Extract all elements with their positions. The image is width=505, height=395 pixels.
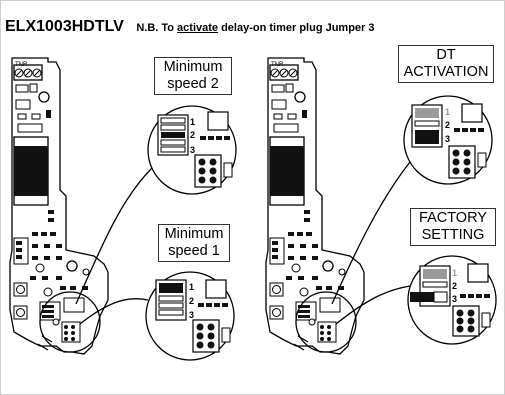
callout-minimum-speed-2: Minimum speed 2 bbox=[154, 57, 232, 95]
right-leader-top bbox=[331, 161, 411, 305]
jumper-num-3d: 3 bbox=[452, 294, 457, 304]
callout-line-2: speed 1 bbox=[168, 243, 220, 259]
callout-line-2: SETTING bbox=[421, 227, 485, 243]
callout-line-1: Minimum bbox=[164, 226, 224, 242]
terminal-label-right: TNR bbox=[271, 62, 284, 68]
note-suffix: delay-on timer plug Jumper 3 bbox=[218, 22, 375, 34]
jumper-num-3b: 3 bbox=[189, 310, 194, 320]
right-zoom-top: 1 2 3 bbox=[403, 95, 493, 185]
left-leader-top bbox=[75, 167, 153, 305]
jumper-num-1: 1 bbox=[190, 117, 195, 127]
model-title: ELX1003HDTLV bbox=[5, 18, 124, 35]
callout-factory-setting: FACTORY SETTING bbox=[410, 208, 496, 246]
jumper-num-2c: 2 bbox=[445, 120, 450, 130]
jumper-num-1c: 1 bbox=[445, 107, 450, 117]
jumper-num-3: 3 bbox=[190, 145, 195, 155]
left-leader-bottom bbox=[79, 298, 149, 325]
terminal-label-left: TNR bbox=[15, 62, 28, 68]
jumper-num-1b: 1 bbox=[189, 282, 194, 292]
note-emphasis: activate bbox=[177, 22, 219, 34]
callout-minimum-speed-1: Minimum speed 1 bbox=[158, 224, 230, 262]
right-circuit-board: TNR bbox=[265, 57, 365, 355]
callout-line-2: ACTIVATION bbox=[403, 64, 489, 80]
callout-line-1: FACTORY bbox=[419, 210, 487, 226]
jumper-num-2b: 2 bbox=[189, 296, 194, 306]
note-prefix: N.B. To bbox=[136, 22, 178, 34]
jumper-num-2: 2 bbox=[190, 130, 195, 140]
header: ELX1003HDTLV N.B. To activate delay-on t… bbox=[5, 18, 375, 36]
callout-line-1: DT bbox=[436, 47, 456, 63]
jumper-num-2d: 2 bbox=[452, 281, 457, 291]
callout-line-1: Minimum bbox=[163, 59, 223, 75]
callout-dt-activation: DT ACTIVATION bbox=[398, 45, 494, 83]
jumper-num-3c: 3 bbox=[445, 134, 450, 144]
callout-line-2: speed 2 bbox=[167, 76, 219, 92]
left-zoom-top: 1 2 3 bbox=[147, 105, 237, 195]
right-leader-bottom bbox=[335, 285, 411, 325]
left-circuit-board: TNR bbox=[9, 57, 109, 355]
jumper-num-1d: 1 bbox=[452, 268, 457, 278]
activation-note: N.B. To activate delay-on timer plug Jum… bbox=[136, 22, 374, 34]
right-zoom-bottom: 1 2 3 bbox=[407, 255, 497, 345]
left-zoom-bottom: 1 2 3 bbox=[145, 271, 235, 361]
